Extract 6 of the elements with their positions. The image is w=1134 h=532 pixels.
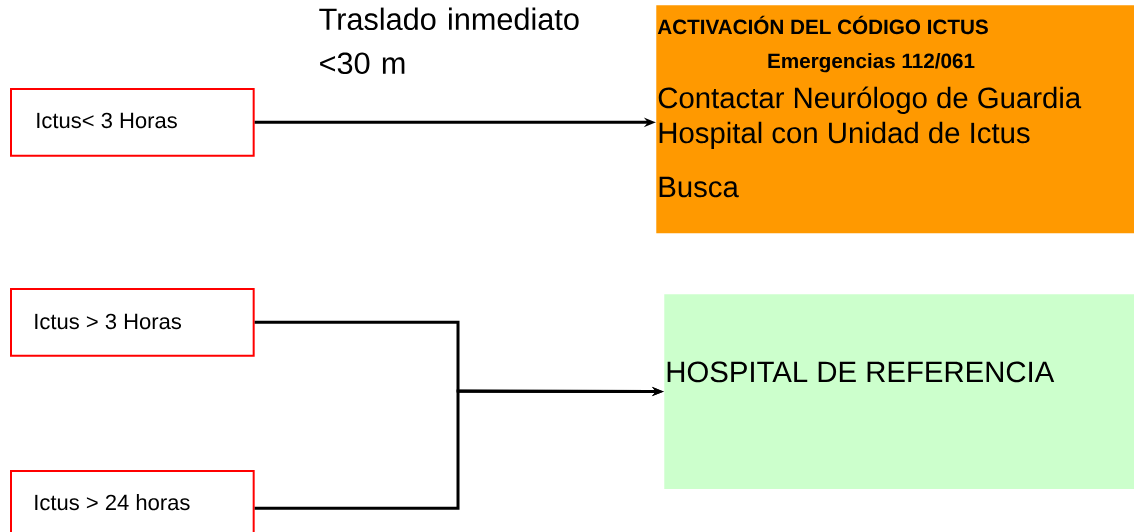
condition-box: Ictus > 24 horas [10,470,255,532]
alert-box: ACTIVACIÓN DEL CÓDIGO ICTUS Emergencias 112/061 Contactar Neurólogo de Guardia Hospital con Unidad de Ictus Busca [656,5,1134,234]
destination-box: HOSPITAL DE REFERENCIA [664,294,1134,489]
edge-label: Traslado inmediato <30 m [317,6,594,76]
condition-box: Ictus > 3 Horas [10,288,255,357]
condition-box: Ictus< 3 Horas [10,88,255,157]
